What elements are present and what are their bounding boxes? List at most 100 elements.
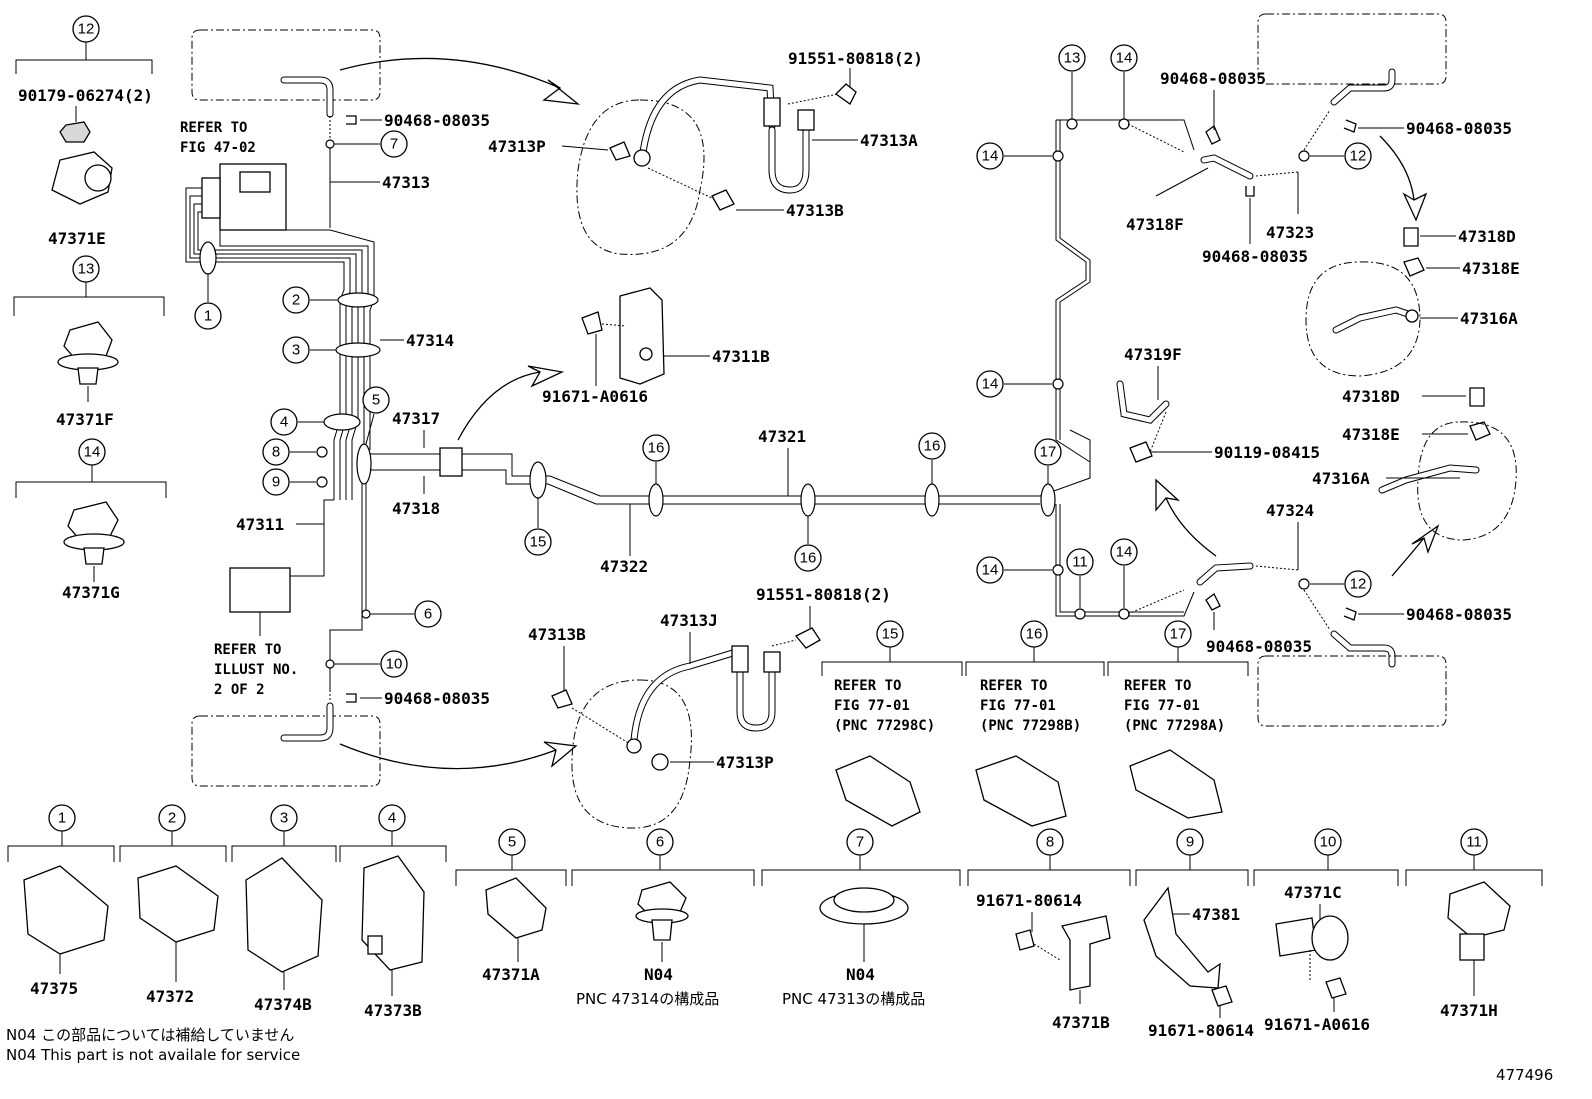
bottom-clips-8-11: 8 91671-80614 47371B 9 47381 91671-80614…: [967, 828, 1543, 1040]
part-label-47318D-a[interactable]: 47318D: [1458, 227, 1516, 246]
part-label-47311B[interactable]: 47311B: [712, 347, 770, 366]
part-label-47318E-a[interactable]: 47318E: [1462, 259, 1520, 278]
rear-upper-line: 90468-08035 47318F 90468-08035 47323 12 …: [1126, 13, 1512, 266]
clamp-77298A-icon: [1129, 749, 1223, 819]
part-label-90468-08035-e[interactable]: 90468-08035: [1406, 119, 1512, 138]
clip-47374B-icon: [245, 857, 323, 973]
part-label-47316A-b[interactable]: 47316A: [1312, 469, 1370, 488]
part-label-90179-06274[interactable]: 90179-06274(2): [18, 86, 153, 105]
callout-14-c: 14: [982, 376, 999, 393]
part-label-91671-A0616-b[interactable]: 91671-A0616: [1264, 1015, 1370, 1034]
clip-47318E-icon: [1403, 257, 1425, 277]
callout-13: 13: [78, 261, 95, 278]
part-label-47372[interactable]: 47372: [146, 987, 194, 1006]
clip-47371H-icon: [1447, 881, 1511, 939]
callout-17: 17: [1040, 444, 1057, 461]
part-label-47324[interactable]: 47324: [1266, 501, 1314, 520]
callout-14-d: 14: [982, 562, 999, 579]
part-label-91671-80614-b[interactable]: 91671-80614: [1148, 1021, 1254, 1040]
bolt-90119-icon: [1129, 441, 1153, 463]
part-label-47313B-a[interactable]: 47313B: [786, 201, 844, 220]
refer-boxes-15-16-17: 15 REFER TO FIG 77-01 (PNC 77298C) 16 RE…: [821, 620, 1249, 827]
part-label-47317[interactable]: 47317: [392, 409, 440, 428]
part-label-47316A-a[interactable]: 47316A: [1460, 309, 1518, 328]
svg-text:FIG 77-01: FIG 77-01: [834, 698, 910, 714]
part-label-90468-08035-g[interactable]: 90468-08035: [1406, 605, 1512, 624]
part-label-90468-08035-b[interactable]: 90468-08035: [384, 689, 490, 708]
bolt-47313B-icon: [711, 189, 735, 211]
part-label-47313P-a[interactable]: 47313P: [488, 137, 546, 156]
flex-hose-front-upper: 91551-80818(2) 47313P 47313A 47313B: [488, 49, 923, 255]
bolt-91671-icon: [581, 311, 603, 335]
part-label-47311[interactable]: 47311: [236, 515, 284, 534]
part-label-47318[interactable]: 47318: [392, 499, 440, 518]
part-label-47371F[interactable]: 47371F: [56, 410, 114, 429]
diagram-id: 477496: [1496, 1066, 1553, 1084]
part-label-91671-A0616-a[interactable]: 91671-A0616: [542, 387, 648, 406]
callout-4-b: 4: [388, 810, 396, 827]
part-label-47371B[interactable]: 47371B: [1052, 1013, 1110, 1032]
svg-text:REFER TO: REFER TO: [1124, 678, 1191, 694]
part-label-47313P-b[interactable]: 47313P: [716, 753, 774, 772]
bolt-91671-80614-b-icon: [1211, 985, 1233, 1007]
callout-17-b: 17: [1170, 626, 1187, 643]
callout-14-b: 14: [982, 148, 999, 165]
part-label-47314[interactable]: 47314: [406, 331, 454, 350]
svg-text:REFER TO: REFER TO: [180, 120, 247, 136]
callout-12-c: 12: [1350, 576, 1367, 593]
part-label-47319F[interactable]: 47319F: [1124, 345, 1182, 364]
rear-hose-upper: 47318D 47318E 47316A: [1305, 227, 1520, 377]
part-label-47371C[interactable]: 47371C: [1284, 883, 1342, 902]
part-label-47371A[interactable]: 47371A: [482, 965, 540, 984]
callout-10: 10: [386, 656, 403, 673]
bottom-clips-1-4: 1 47375 2 47372 3 47374B 4 47373B: [7, 804, 447, 1020]
part-label-90468-08035-f[interactable]: 90468-08035: [1206, 637, 1312, 656]
part-label-47318D-b[interactable]: 47318D: [1342, 387, 1400, 406]
part-label-47318F[interactable]: 47318F: [1126, 215, 1184, 234]
nut-icon: [59, 121, 91, 143]
bolt-91551-lower-icon: [794, 627, 821, 649]
pnc-47314-note: PNC 47314の構成品: [576, 990, 719, 1008]
part-label-47321[interactable]: 47321: [758, 427, 806, 446]
callout-11: 11: [1072, 554, 1088, 571]
part-label-47313A[interactable]: 47313A: [860, 131, 918, 150]
rear-brake-pipes: 13 14 14 14 14 11 14: [976, 44, 1195, 620]
part-label-90119-08415[interactable]: 90119-08415: [1214, 443, 1320, 462]
part-label-90468-08035-c[interactable]: 90468-08035: [1160, 69, 1266, 88]
part-label-47375[interactable]: 47375: [30, 979, 78, 998]
part-label-91671-80614-a[interactable]: 91671-80614: [976, 891, 1082, 910]
part-label-47313J[interactable]: 47313J: [660, 611, 718, 630]
part-label-47381[interactable]: 47381: [1192, 905, 1240, 924]
bolt-icon: [834, 83, 857, 105]
part-label-47318E-b[interactable]: 47318E: [1342, 425, 1400, 444]
part-label-47373B[interactable]: 47373B: [364, 1001, 422, 1020]
part-label-90468-08035-a[interactable]: 90468-08035: [384, 111, 490, 130]
part-label-N04-b[interactable]: N04: [846, 965, 875, 984]
valve-icon: [229, 567, 291, 613]
part-label-47371G[interactable]: 47371G: [62, 583, 120, 602]
callout-14-e: 14: [1116, 544, 1133, 561]
callout-3-b: 3: [280, 810, 288, 827]
part-label-N04-a[interactable]: N04: [644, 965, 673, 984]
callout-14-a: 14: [1116, 50, 1133, 67]
part-label-47371E[interactable]: 47371E: [48, 229, 106, 248]
part-label-47313B-b[interactable]: 47313B: [528, 625, 586, 644]
junction-block-icon: [439, 447, 463, 477]
part-label-47313[interactable]: 47313: [382, 173, 430, 192]
bracket-47371B-icon: [1061, 915, 1111, 991]
part-label-91551-80818-a[interactable]: 91551-80818(2): [788, 49, 923, 68]
part-label-47371H[interactable]: 47371H: [1440, 1001, 1498, 1020]
note-japanese: N04 この部品については補給していません: [6, 1026, 294, 1044]
callout-2: 2: [292, 292, 300, 309]
part-label-47374B[interactable]: 47374B: [254, 995, 312, 1014]
clip-14-detail: 14 47371G: [15, 438, 167, 602]
part-label-47323[interactable]: 47323: [1266, 223, 1314, 242]
part-label-47322[interactable]: 47322: [600, 557, 648, 576]
part-label-91551-80818-b[interactable]: 91551-80818(2): [756, 585, 891, 604]
rear-hose-lower: 47318D 47318E 47316A: [1312, 387, 1517, 577]
part-label-90468-08035-d[interactable]: 90468-08035: [1202, 247, 1308, 266]
callout-14: 14: [84, 444, 101, 461]
rear-lower-line: 47324 12 90468-08035 90468-08035: [1196, 501, 1512, 727]
rear-line-47319F: 47319F 90119-08415: [1116, 345, 1320, 557]
